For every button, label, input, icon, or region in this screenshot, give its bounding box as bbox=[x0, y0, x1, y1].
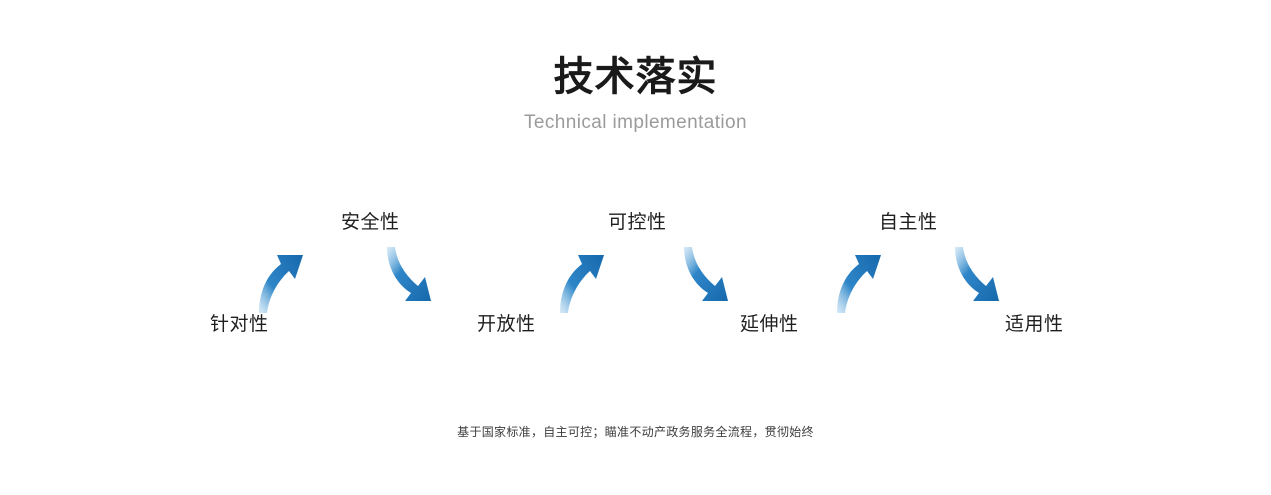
curved-arrow-down-right-icon bbox=[375, 243, 447, 315]
flow-node-label: 针对性 bbox=[210, 314, 269, 335]
curved-arrow-down-right-icon bbox=[672, 243, 744, 315]
process-flow-diagram: 针对性 安全性开放性 可控性延伸性 自主性适用性 bbox=[0, 195, 1271, 360]
page-title: 技术落实 bbox=[553, 55, 718, 99]
header-block: 技术落实 Technical implementation bbox=[0, 52, 1271, 136]
flow-node-label: 可控性 bbox=[608, 212, 667, 233]
flow-node-label: 适用性 bbox=[1005, 314, 1064, 335]
page-subtitle: Technical implementation bbox=[524, 112, 747, 133]
flow-node-label: 延伸性 bbox=[740, 314, 799, 335]
flow-node-label: 开放性 bbox=[477, 314, 536, 335]
curved-arrow-up-right-icon bbox=[825, 243, 897, 315]
curved-arrow-up-right-icon bbox=[247, 243, 319, 315]
curved-arrow-up-right-icon bbox=[548, 243, 620, 315]
flow-node-label: 安全性 bbox=[341, 212, 400, 233]
flow-node-label: 自主性 bbox=[879, 212, 938, 233]
curved-arrow-down-right-icon bbox=[943, 243, 1015, 315]
footer-note: 基于国家标准，自主可控；瞄准不动产政务服务全流程，贯彻始终 bbox=[457, 425, 814, 439]
